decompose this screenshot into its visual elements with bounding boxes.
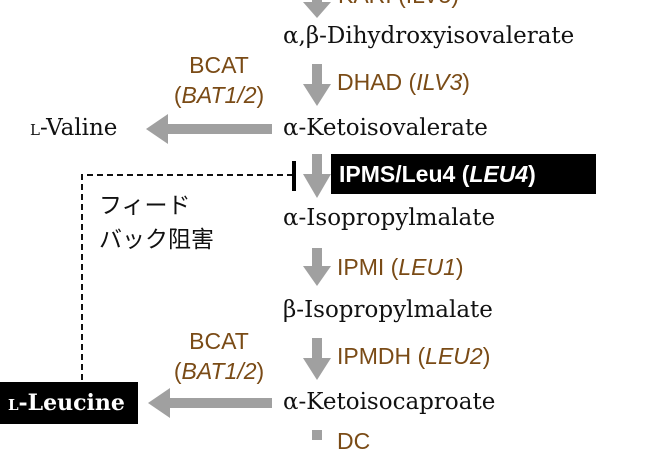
gene-leu1: LEU1 (398, 254, 456, 280)
enzyme-dhad: DHAD (ILV3) (337, 69, 470, 95)
enzyme-bcat-upper: BCAT (BAT1/2) (173, 52, 265, 108)
metabolite-leucine-box: L-Leucine (0, 382, 138, 424)
enzyme-bcat-lower: BCAT (BAT1/2) (173, 328, 265, 384)
metabolite-valine: L-Valine (30, 115, 118, 141)
arrow-ipms (303, 154, 331, 198)
enzyme-top-partial: KARI (ILV5) (338, 0, 459, 9)
enzyme-bottom-partial: DC (337, 428, 371, 454)
feedback-inhibition-line (81, 161, 296, 380)
enzyme-ipms-box: IPMS/Leu4 (LEU4) (331, 154, 596, 194)
arrows-layer (81, 0, 331, 440)
gene-leu2: LEU2 (425, 343, 483, 369)
arrow-bcat-leucine (148, 388, 272, 418)
arrow-ipmdh (303, 338, 331, 380)
arrow-dhad (303, 64, 331, 106)
metabolite-dihydroxyisovalerate: α,β-Dihydroxyisovalerate (283, 23, 575, 49)
enzyme-ipmi: IPMI (LEU1) (337, 254, 464, 280)
metabolite-ketoisocaproate: α-Ketoisocaproate (283, 389, 496, 415)
metabolite-isopropylmalate-alpha: α-Isopropylmalate (283, 205, 496, 231)
enzyme-ipmdh: IPMDH (LEU2) (337, 343, 491, 369)
arrow-ipmi (303, 248, 331, 286)
arrow-bcat-valine (146, 114, 272, 144)
arrow-top-partial (303, 0, 331, 18)
pathway-diagram: KARI (ILV5) α,β-Dihydroxyisovalerate DHA… (0, 0, 596, 454)
arrow-bottom-partial (312, 430, 322, 440)
feedback-inhibition-label: フィード バック阻害 (99, 193, 214, 253)
gene-leu4: LEU4 (469, 161, 529, 187)
metabolite-ketoisovalerate: α-Ketoisovalerate (283, 115, 488, 141)
gene-ilv3: ILV3 (416, 69, 463, 95)
metabolite-isopropylmalate-beta: β-Isopropylmalate (283, 297, 493, 323)
